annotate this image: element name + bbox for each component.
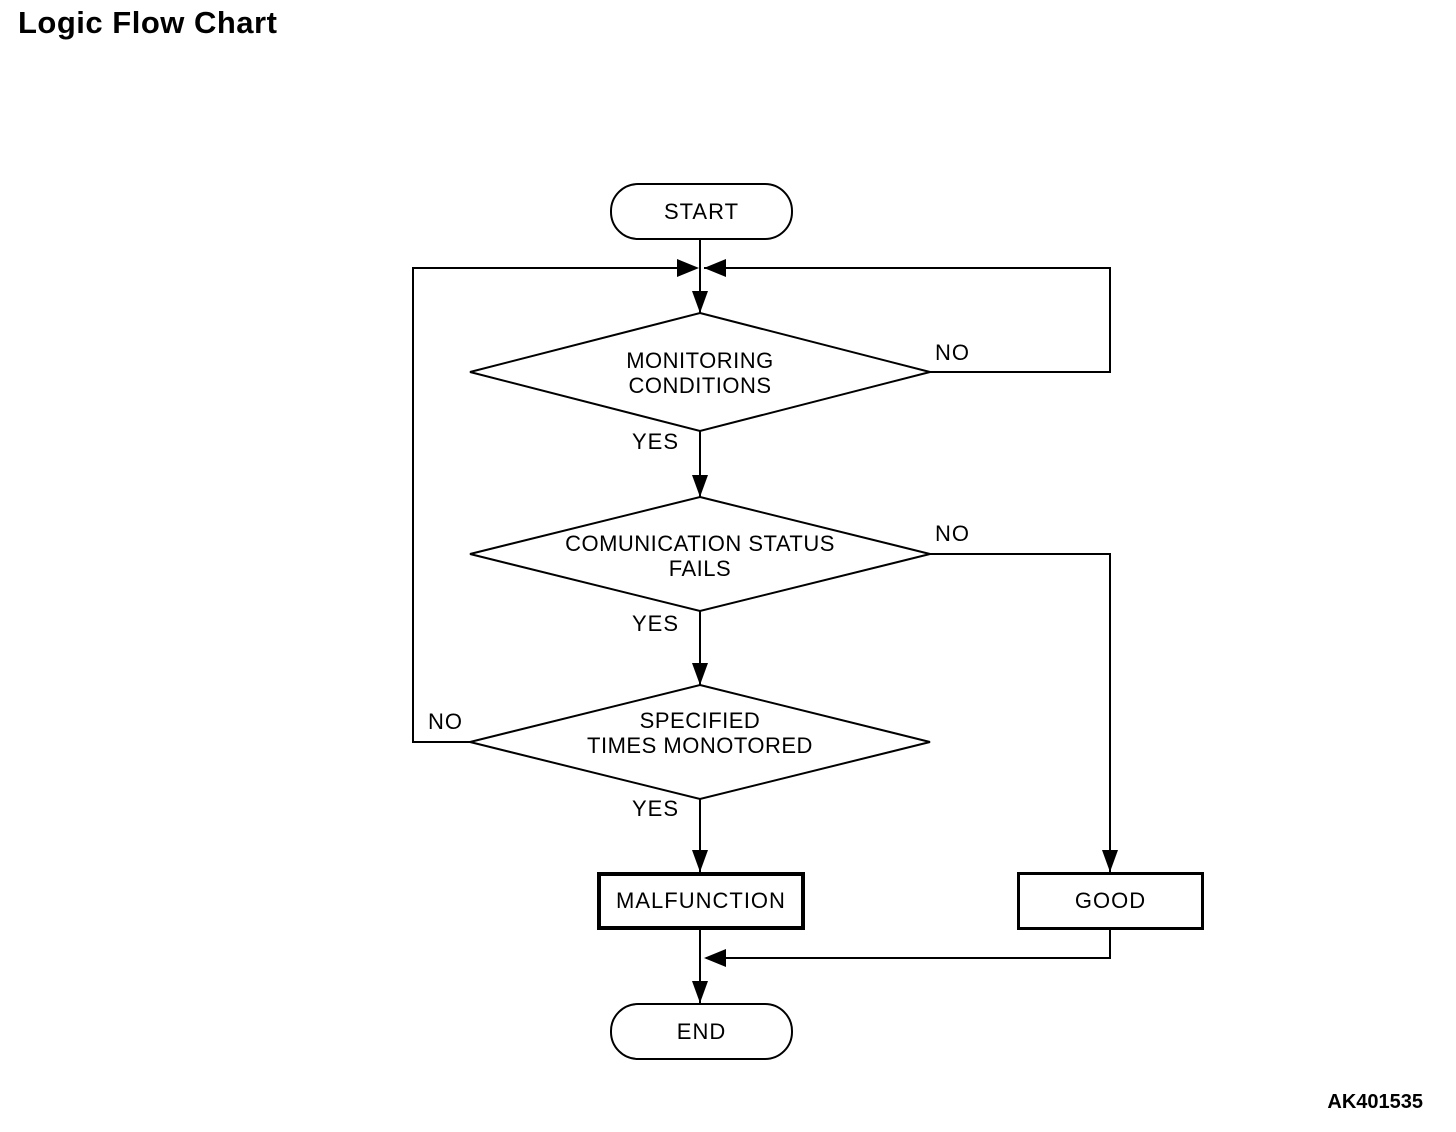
node-communication-status-label: COMUNICATION STATUS FAILS xyxy=(490,531,910,581)
arrowhead-down-icon xyxy=(692,981,708,1003)
branch-label-monitoring-no: NO xyxy=(935,340,970,365)
edge-monitoring-yes xyxy=(692,431,708,497)
arrowhead-down-icon xyxy=(692,291,708,313)
node-malfunction: MALFUNCTION xyxy=(597,872,805,930)
page-title: Logic Flow Chart xyxy=(18,5,278,40)
edge-specified-yes xyxy=(692,799,708,872)
node-malfunction-label: MALFUNCTION xyxy=(616,888,786,913)
label-line: COMUNICATION STATUS xyxy=(565,531,835,556)
label-line: SPECIFIED xyxy=(639,708,761,733)
branch-label-communication-no: NO xyxy=(935,521,970,546)
branch-label-monitoring-yes: YES xyxy=(632,429,680,454)
branch-label-specified-yes: YES xyxy=(632,796,680,821)
edge-specified-no-loop xyxy=(412,259,699,743)
node-start-label: START xyxy=(663,198,740,224)
figure-code: AK401535 xyxy=(1327,1091,1423,1113)
edge-monitoring-no-loop xyxy=(704,259,1111,373)
label-line: TIMES MONOTORED xyxy=(587,733,813,758)
edge-communication-no-to-good xyxy=(930,553,1118,872)
node-start: START xyxy=(610,183,793,240)
edge-malfunction-to-end xyxy=(692,930,708,1003)
node-end: END xyxy=(610,1003,793,1060)
node-good: GOOD xyxy=(1017,872,1204,930)
arrowhead-left-icon xyxy=(704,259,726,277)
edge-good-to-end-merge xyxy=(704,930,1111,967)
branch-label-communication-yes: YES xyxy=(632,611,680,636)
node-end-label: END xyxy=(676,1018,727,1044)
arrowhead-left-icon xyxy=(704,949,726,967)
arrowhead-down-icon xyxy=(1102,850,1118,872)
arrowhead-down-icon xyxy=(692,475,708,497)
node-specified-times-label: SPECIFIED TIMES MONOTORED xyxy=(490,708,910,758)
branch-label-specified-no: NO xyxy=(428,709,463,734)
node-monitoring-conditions-label: MONITORING CONDITIONS xyxy=(500,348,900,398)
edge-communication-yes xyxy=(692,611,708,685)
arrowhead-right-icon xyxy=(677,259,699,277)
node-good-label: GOOD xyxy=(1074,888,1147,913)
edge-start-to-monitoring xyxy=(692,240,708,313)
label-line: MONITORING xyxy=(626,348,774,373)
label-line: FAILS xyxy=(668,556,732,581)
arrowhead-down-icon xyxy=(692,850,708,872)
label-line: CONDITIONS xyxy=(628,373,772,398)
arrowhead-down-icon xyxy=(692,663,708,685)
